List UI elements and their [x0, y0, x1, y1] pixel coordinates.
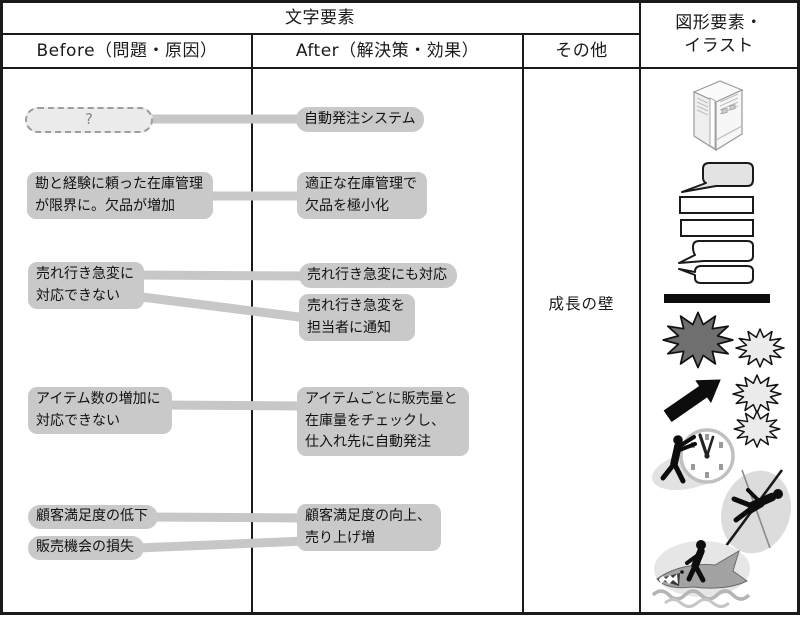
header-graphics-column: 図形要素・ イラスト — [675, 13, 763, 56]
starburst-light-icon — [735, 328, 785, 368]
server-icon — [692, 80, 744, 152]
grid-line — [251, 33, 253, 612]
after-item: アイテムごとに販売量と 在庫量をチェックし、 仕入れ先に自動発注 — [297, 387, 469, 457]
speech-bubble-outline-icon — [678, 265, 754, 284]
after-item: 売れ行き急変にも対応 — [299, 263, 457, 288]
before-item: 販売機会の損失 — [28, 536, 144, 560]
before-item: 勘と経験に頼った在庫管理 が限界に。欠品が増加 — [27, 172, 213, 220]
grid-line — [3, 33, 640, 35]
divider-bar — [664, 294, 770, 303]
header-text-elements: 文字要素 — [285, 7, 355, 28]
person-pushing-clock-illustration — [651, 428, 735, 490]
starburst-dark-icon — [662, 311, 734, 369]
grid-line — [639, 3, 641, 612]
after-item: 売れ行き急変を 担当者に通知 — [299, 294, 415, 342]
blank-box-icon — [679, 196, 754, 214]
other-label: 成長の壁 — [548, 295, 615, 313]
after-item: 顧客満足度の向上、 売り上げ増 — [297, 504, 441, 552]
starburst-light-icon — [732, 374, 782, 414]
before-item: アイテム数の増加に 対応できない — [28, 387, 172, 435]
before-placeholder-box: ? — [25, 107, 153, 133]
header-after-column: After（解決策・効果） — [295, 40, 480, 61]
after-item: 適正な在庫管理で 欠品を極小化 — [297, 172, 427, 220]
speech-bubble-outline-icon — [678, 240, 754, 264]
pole-vaulter-illustration — [721, 469, 791, 554]
before-item: 売れ行き急変に 対応できない — [28, 262, 144, 310]
blank-box-icon — [680, 219, 754, 237]
arrow-up-right-icon — [663, 379, 721, 422]
speech-bubble-filled-icon — [681, 162, 754, 193]
starburst-light-icon — [733, 410, 781, 448]
header-other-column: その他 — [555, 40, 608, 61]
grid-line — [522, 33, 524, 612]
header-before-column: Before（問題・原因） — [36, 40, 218, 61]
shark-rider-illustration — [651, 540, 751, 608]
after-item: 自動発注システム — [296, 107, 424, 132]
grid-line — [3, 67, 797, 69]
before-item: 顧客満足度の低下 — [28, 505, 158, 529]
